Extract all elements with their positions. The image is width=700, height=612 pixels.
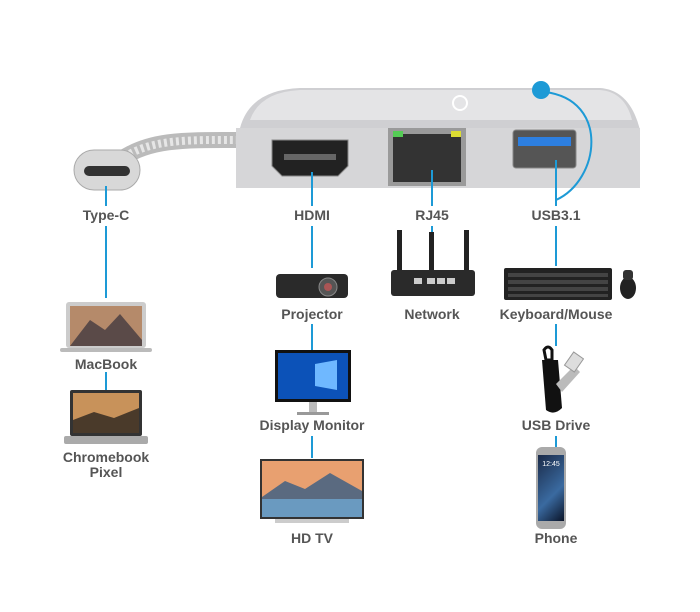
connector-line bbox=[555, 436, 557, 448]
device-label-phone: Phone bbox=[534, 530, 578, 546]
phone-image: 12:45 bbox=[536, 447, 566, 529]
device-label-keyboard-mouse: Keyboard/Mouse bbox=[499, 306, 613, 322]
brand-logo-icon bbox=[452, 95, 468, 111]
router-image bbox=[391, 230, 475, 296]
device-label-chromebook: Chromebook Pixel bbox=[62, 449, 150, 480]
usb-c-hub-illustration bbox=[73, 81, 640, 201]
connector-line bbox=[105, 186, 107, 206]
usb-callout-curve bbox=[544, 91, 593, 201]
usb-port bbox=[512, 129, 577, 169]
device-label-usb-drive: USB Drive bbox=[521, 417, 591, 433]
connector-line bbox=[431, 170, 433, 206]
display-monitor-image bbox=[275, 350, 351, 415]
type-c-connector-port bbox=[84, 166, 130, 176]
callout-dot bbox=[532, 81, 550, 99]
connector-line bbox=[311, 324, 313, 350]
port-label-hdmi: HDMI bbox=[294, 207, 330, 223]
macbook-image bbox=[60, 302, 152, 352]
device-label-display-monitor: Display Monitor bbox=[259, 417, 365, 433]
connector-line bbox=[311, 436, 313, 458]
phone-screen: 12:45 bbox=[538, 455, 564, 521]
connector-line bbox=[105, 226, 107, 298]
port-label-type-c: Type-C bbox=[82, 207, 130, 223]
connector-line bbox=[555, 324, 557, 346]
device-label-projector: Projector bbox=[281, 306, 343, 322]
port-label-rj45: RJ45 bbox=[415, 207, 449, 223]
connector-line bbox=[555, 160, 557, 206]
device-label-network: Network bbox=[404, 306, 460, 322]
connector-line bbox=[311, 226, 313, 268]
connector-line bbox=[105, 372, 107, 390]
connector-line bbox=[311, 172, 313, 206]
port-label-usb: USB3.1 bbox=[531, 207, 581, 223]
usb-drive-image bbox=[542, 345, 584, 413]
hd-tv-image bbox=[260, 459, 364, 523]
device-label-hd-tv: HD TV bbox=[291, 530, 333, 546]
device-label-macbook: MacBook bbox=[74, 356, 138, 372]
keyboard-mouse-image bbox=[504, 268, 636, 300]
chromebook-image bbox=[64, 390, 148, 444]
connector-line bbox=[555, 226, 557, 266]
projector-image bbox=[276, 274, 348, 298]
